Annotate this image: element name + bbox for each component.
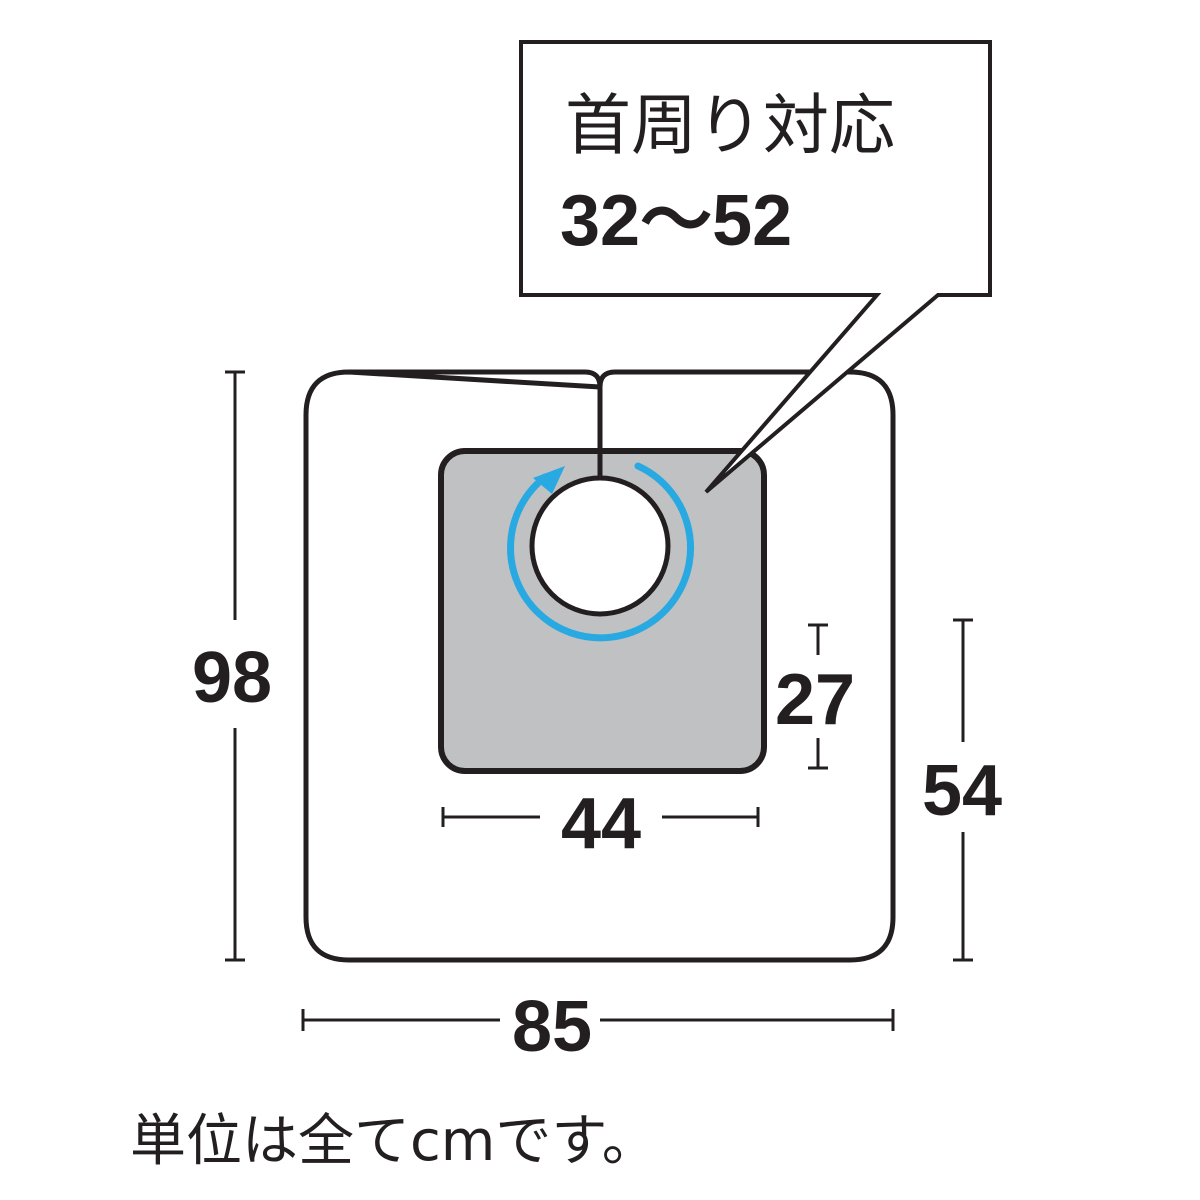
dim-total-width	[301, 1009, 895, 1031]
unit-footnote: 単位は全てcmです。	[130, 1109, 658, 1174]
callout-range: 32～52	[560, 181, 792, 261]
dim-pocket-height	[808, 623, 828, 770]
adjust-arrowhead-icon	[533, 466, 565, 494]
neck-hole	[529, 475, 671, 617]
callout-bubble	[519, 40, 992, 494]
dim-pocket-height-label: 27	[775, 660, 855, 740]
dim-total-height-label: 98	[192, 638, 272, 718]
callout-label: 首周り対応	[565, 87, 895, 164]
adjust-arc-icon	[507, 462, 695, 642]
dim-pocket-width-label: 44	[561, 784, 641, 864]
dim-total-width-label: 85	[512, 987, 592, 1067]
dim-lower-height	[953, 618, 973, 962]
dim-pocket-width	[441, 807, 760, 827]
dim-lower-height-label: 54	[922, 751, 1002, 831]
dim-total-height	[225, 370, 245, 962]
